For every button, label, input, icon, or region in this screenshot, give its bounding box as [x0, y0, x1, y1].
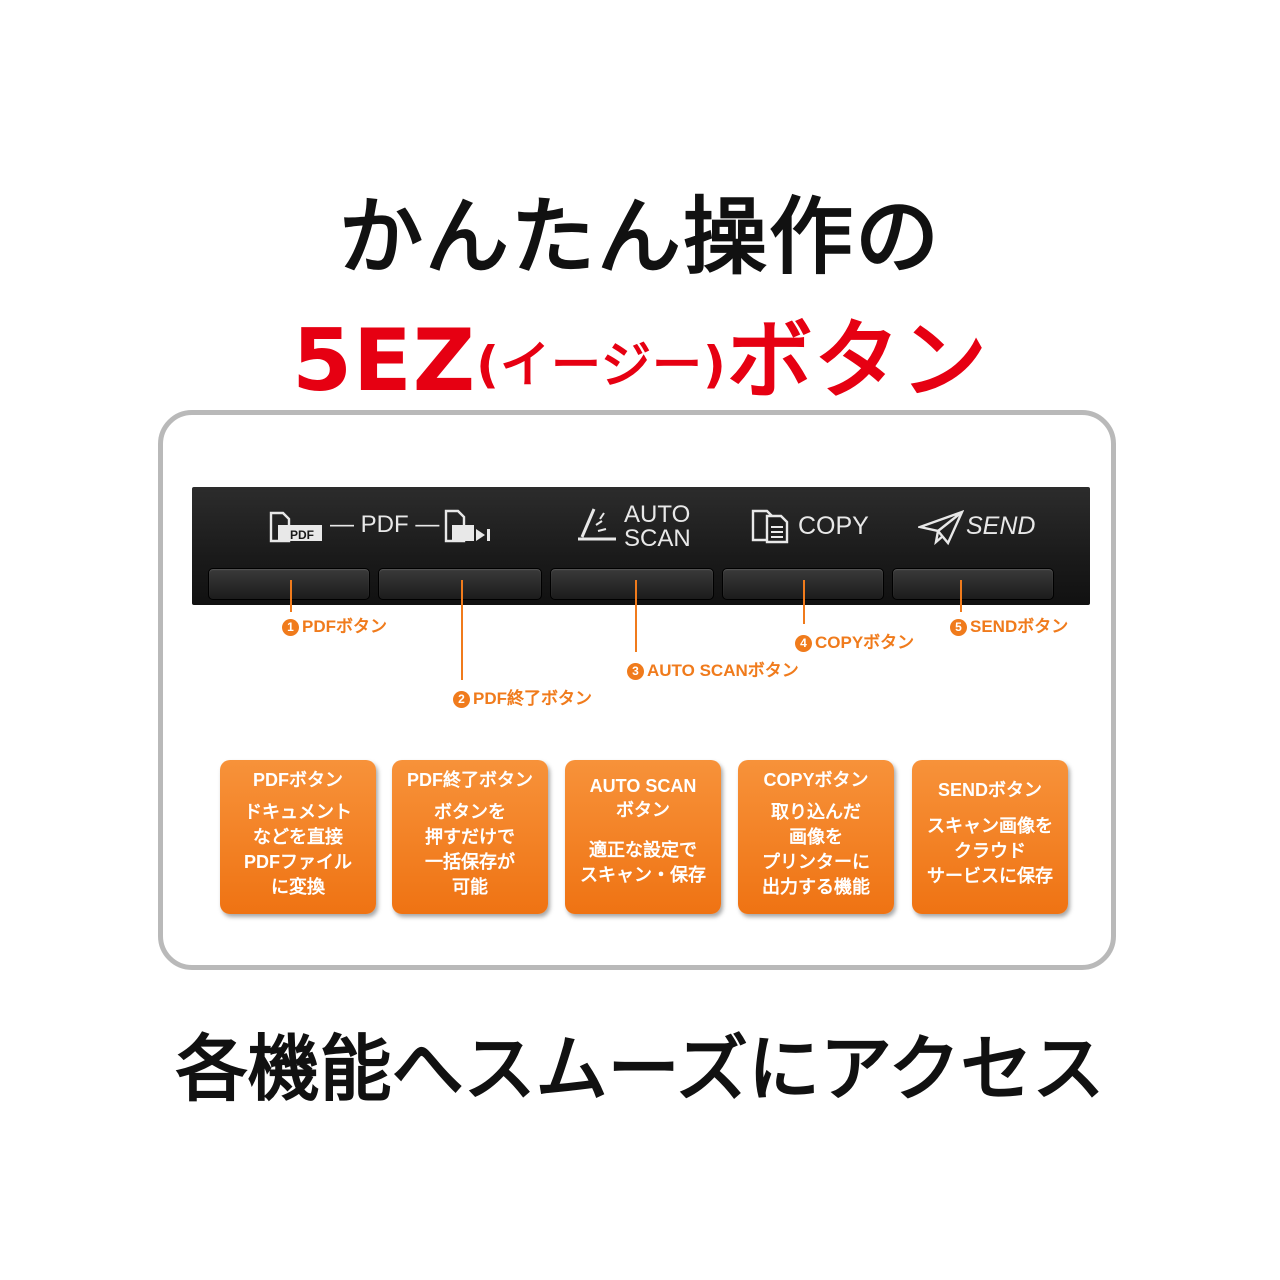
heading-easy-paren: (イージー): [476, 336, 727, 394]
heading-5ez: 5EZ: [292, 311, 477, 411]
leader-line-1: [290, 580, 292, 612]
card-copy: COPYボタン 取り込んだ画像を プリンターに出力する機能: [738, 760, 894, 914]
pdf-group-label: — PDF —: [330, 511, 440, 538]
scan-label: SCAN: [624, 525, 691, 552]
auto-scan-icon: [578, 508, 616, 541]
pdf-end-key[interactable]: [378, 568, 542, 600]
pdf-doc-icon: [269, 511, 322, 543]
heading-line1: かんたん操作の: [338, 188, 941, 286]
leader-line-3: [635, 580, 637, 652]
auto-label: AUTO: [624, 501, 691, 528]
send-label: SEND: [966, 512, 1036, 540]
copy-label: COPY: [798, 512, 869, 540]
card-pdf-end: PDF終了ボタン ボタンを押すだけで 一括保存が可能: [392, 760, 548, 914]
card-pdf: PDFボタン ドキュメントなどを直接 PDFファイルに変換: [220, 760, 376, 914]
pdf-icon-text: PDF: [290, 528, 314, 542]
pdf-end-icon: [444, 509, 490, 543]
copy-icon: [751, 509, 789, 544]
leader-line-4: [803, 580, 805, 624]
send-paper-plane-icon: [918, 510, 964, 546]
auto-scan-key[interactable]: [550, 568, 714, 600]
pdf-key[interactable]: [208, 568, 370, 600]
card-send: SENDボタン スキャン画像をクラウド サービスに保存: [912, 760, 1068, 914]
heading-line2: 5EZ(イージー)ボタン: [0, 290, 1280, 415]
leader-line-2: [461, 580, 463, 680]
heading-button-word: ボタン: [726, 311, 988, 411]
send-key[interactable]: [892, 568, 1054, 600]
footer-tagline: 各機能へスムーズにアクセス: [175, 1027, 1105, 1111]
leader-line-5: [960, 580, 962, 612]
card-auto-scan: AUTO SCAN ボタン 適正な設定でスキャン・保存: [565, 760, 721, 914]
